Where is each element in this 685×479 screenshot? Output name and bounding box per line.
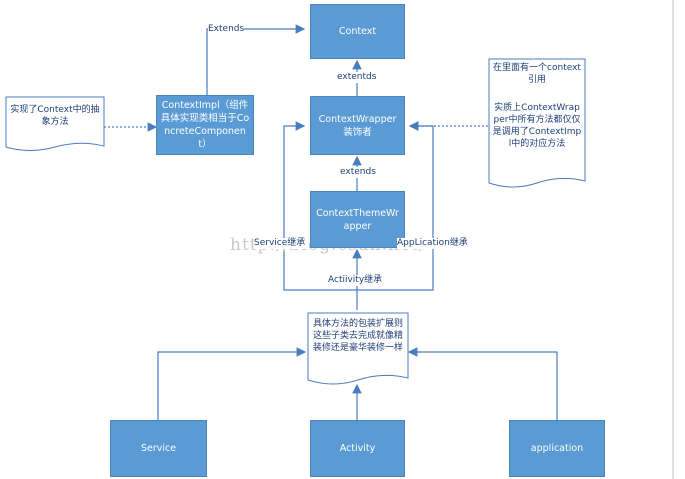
context-impl-box[interactable]: ContextImpl（组件具体实现类相当于ConcreteComponent） (156, 95, 254, 155)
edge-application-to-note (407, 347, 558, 420)
center-note-text: 具体方法的包装扩展则这些子类去完成就像精装修还是豪华装修一样 (312, 319, 403, 353)
center-note-shape (307, 312, 409, 385)
edge-impl-to-context (206, 24, 306, 95)
left-note-text: 实现了Context中的抽象方法 (10, 105, 100, 127)
edge-label-activity-inherit: Actiivity继承 (328, 275, 383, 286)
context-wrapper-box[interactable]: ContextWrapper装饰者 (310, 96, 405, 155)
left-note-shape (5, 96, 105, 151)
edge-application-inherit (357, 121, 434, 291)
right-note-text-1: 在里面有一个context引用 (493, 63, 581, 85)
service-box[interactable]: Service (110, 420, 207, 477)
context-theme-wrapper-box[interactable]: ContextThemeWrapper (310, 191, 405, 248)
edge-label-application-inherit: AppLication继承 (397, 238, 468, 249)
right-note-text-2: 实质上ContextWrapper中所有方法都仅仅是调用了ContextImpl… (492, 103, 582, 149)
context-box[interactable]: Context (310, 4, 405, 59)
edge-label-extends-low: extends (340, 167, 376, 178)
edge-service-to-note (157, 347, 307, 420)
edge-label-extends-mid: extentds (337, 72, 377, 83)
edge-label-extends-top: Extends (208, 24, 245, 35)
application-box[interactable]: application (509, 420, 605, 477)
edge-service-inherit (283, 121, 357, 291)
edge-label-service-inherit: Service继承 (254, 238, 306, 249)
right-note-shape (488, 58, 586, 188)
activity-box[interactable]: Activity (310, 420, 405, 477)
